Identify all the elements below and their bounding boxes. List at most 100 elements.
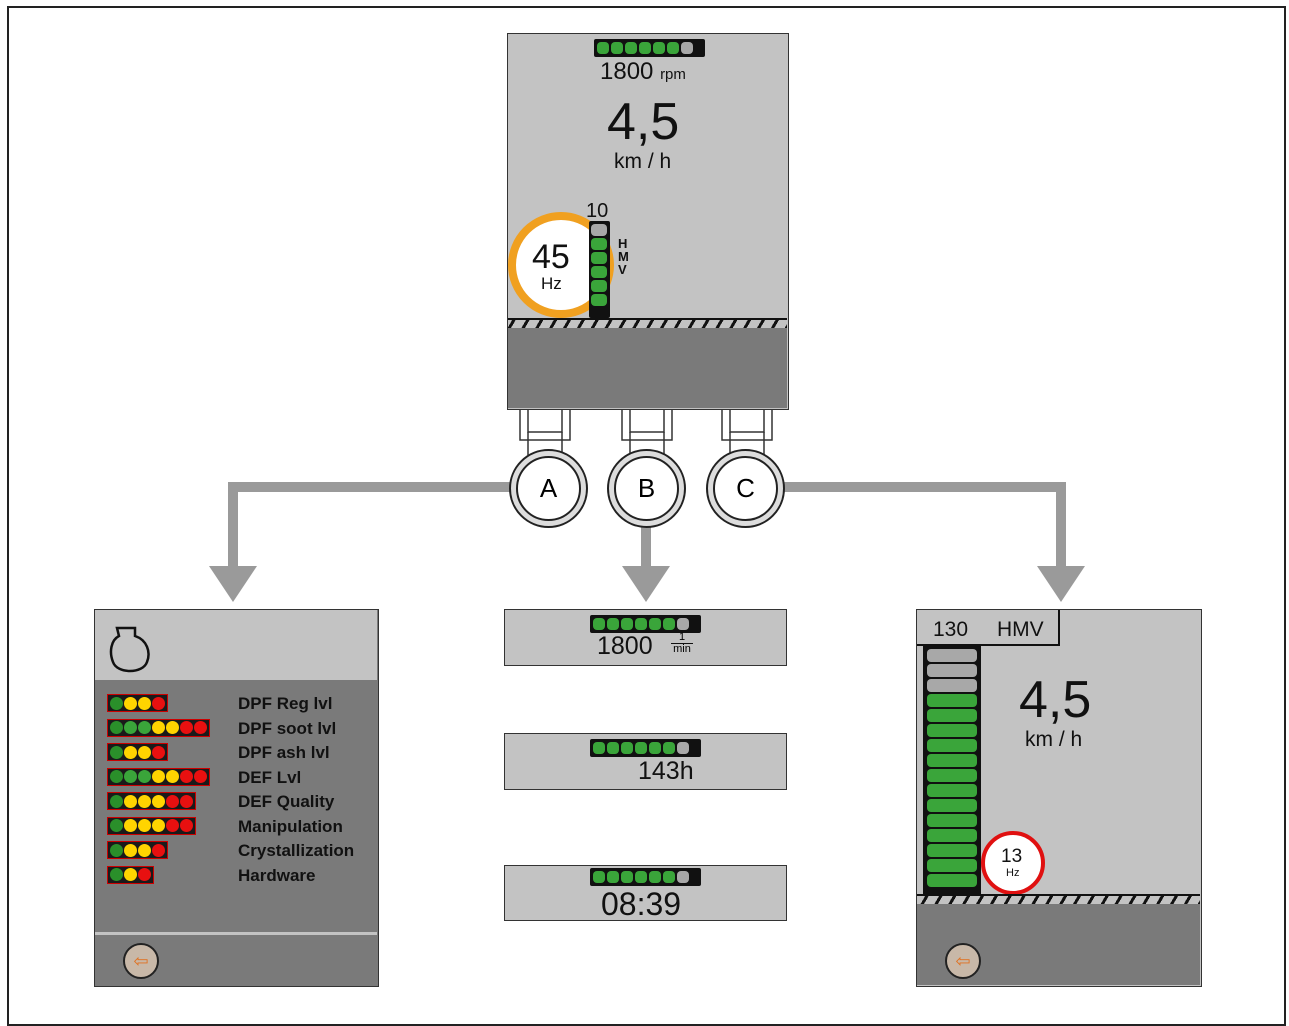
hmv-panel: 130 HMV 4,5 km / h 13 Hz ⇦ (916, 609, 1202, 987)
hmv-label: H M V (618, 236, 629, 277)
button-a-label: A (516, 456, 581, 521)
emission-label: DPF ash lvl (238, 743, 330, 762)
emission-level-dot (194, 770, 207, 783)
hmv-level-segment (927, 784, 977, 797)
emission-level-bar (107, 767, 210, 786)
emission-level-dot (124, 745, 137, 759)
emission-level-dot (180, 794, 193, 808)
emission-level-dot (166, 819, 179, 832)
emission-level-dot (110, 721, 123, 734)
rpm-panel-unit: 1 min (671, 632, 693, 655)
emission-level-dot (138, 868, 151, 881)
hmv-exit-button[interactable]: ⇦ (945, 943, 981, 979)
emission-level-dot (110, 696, 123, 710)
emission-level-dot (138, 745, 151, 759)
hmv-level-bar (589, 221, 610, 318)
emission-label: DEF Quality (238, 792, 335, 811)
hmv-level-segment (927, 844, 977, 857)
main-display-lower (508, 328, 787, 408)
emissions-divider (95, 932, 377, 935)
hmv-level-segment (927, 769, 977, 782)
emission-level-dot (124, 819, 137, 832)
emission-label: DPF Reg lvl (238, 694, 333, 713)
emission-level-dot (152, 819, 165, 832)
emission-level-bar (107, 816, 196, 835)
engine-icon (109, 626, 150, 673)
rpm-panel-bar (590, 615, 701, 633)
emission-level-bar (107, 694, 168, 712)
emission-level-dot (138, 696, 151, 710)
button-c[interactable]: C (706, 449, 785, 528)
emission-level-dot (124, 721, 137, 734)
ground-hatch (508, 318, 787, 330)
hmv-level-segment (927, 754, 977, 767)
speed-value: 4,5 (607, 93, 680, 151)
emission-level-dot (180, 721, 193, 734)
button-a[interactable]: A (509, 449, 588, 528)
emission-level-bar (107, 718, 210, 737)
emission-level-dot (166, 770, 179, 783)
hmv-frequency-unit: Hz (1006, 867, 1020, 879)
emission-level-dot (124, 794, 137, 808)
emission-level-dot (138, 721, 151, 734)
emission-level-dot (152, 745, 165, 759)
button-c-label: C (713, 456, 778, 521)
emission-level-dot (180, 770, 193, 783)
rpm-value: 1800 (600, 58, 654, 85)
emission-level-dot (138, 819, 151, 832)
clock-value: 08:39 (601, 886, 682, 922)
button-b[interactable]: B (607, 449, 686, 528)
exit-button[interactable]: ⇦ (123, 943, 159, 979)
rpm-panel: 1800 1 min (504, 609, 787, 666)
hmv-level-segment (927, 664, 977, 677)
emission-label: DPF soot lvl (238, 718, 337, 738)
hmv-ground-hatch (917, 894, 1200, 906)
hmv-header-box (917, 610, 1060, 646)
emission-label: DEF Lvl (238, 767, 302, 787)
hours-panel: 143h (504, 733, 787, 790)
clock-panel-bar (590, 868, 701, 886)
hmv-frequency-dial (981, 831, 1045, 895)
hmv-level-segment (927, 799, 977, 812)
emission-level-dot (110, 843, 123, 857)
hmv-level-segment (927, 829, 977, 842)
button-brackets (519, 410, 773, 455)
rpm-unit: rpm (660, 66, 686, 83)
rpm-panel-value: 1800 (597, 632, 653, 660)
emission-level-dot (110, 794, 123, 808)
emission-level-dot (110, 819, 123, 832)
hmv-level-segment (927, 724, 977, 737)
hmv-level-segment (927, 709, 977, 722)
emission-level-bar (107, 865, 154, 884)
emission-level-dot (194, 721, 207, 734)
hmv-level-segment (927, 679, 977, 692)
rpm-unit-numerator: 1 (671, 632, 693, 644)
emission-level-dot (138, 770, 151, 783)
hmv-speed-unit: km / h (1025, 728, 1083, 751)
emission-level-dot (110, 745, 123, 759)
emission-level-dot (110, 770, 123, 783)
emission-level-dot (124, 696, 137, 710)
emission-level-bar (107, 792, 196, 810)
hmv-gauge-value: 130 (933, 618, 969, 641)
emission-level-dot (166, 794, 179, 808)
hmv-frequency-value: 13 (1001, 846, 1023, 867)
emission-level-dot (138, 843, 151, 857)
rpm-unit-denominator: min (673, 643, 691, 655)
hmv-level-column (923, 646, 981, 894)
hmv-level-segment (927, 694, 977, 707)
hours-panel-bar (590, 739, 701, 757)
button-b-label: B (614, 456, 679, 521)
emission-level-dot (110, 868, 123, 881)
hmv-level-segment (927, 859, 977, 872)
emission-level-dot (152, 770, 165, 783)
emission-label: Hardware (238, 865, 316, 885)
emission-label: Crystallization (238, 841, 355, 860)
emission-level-dot (152, 843, 165, 857)
hmv-level-segment (927, 814, 977, 827)
emission-level-dot (152, 794, 165, 808)
emission-level-dot (166, 721, 179, 734)
hmv-level-segment (927, 874, 977, 887)
emission-level-dot (124, 868, 137, 881)
